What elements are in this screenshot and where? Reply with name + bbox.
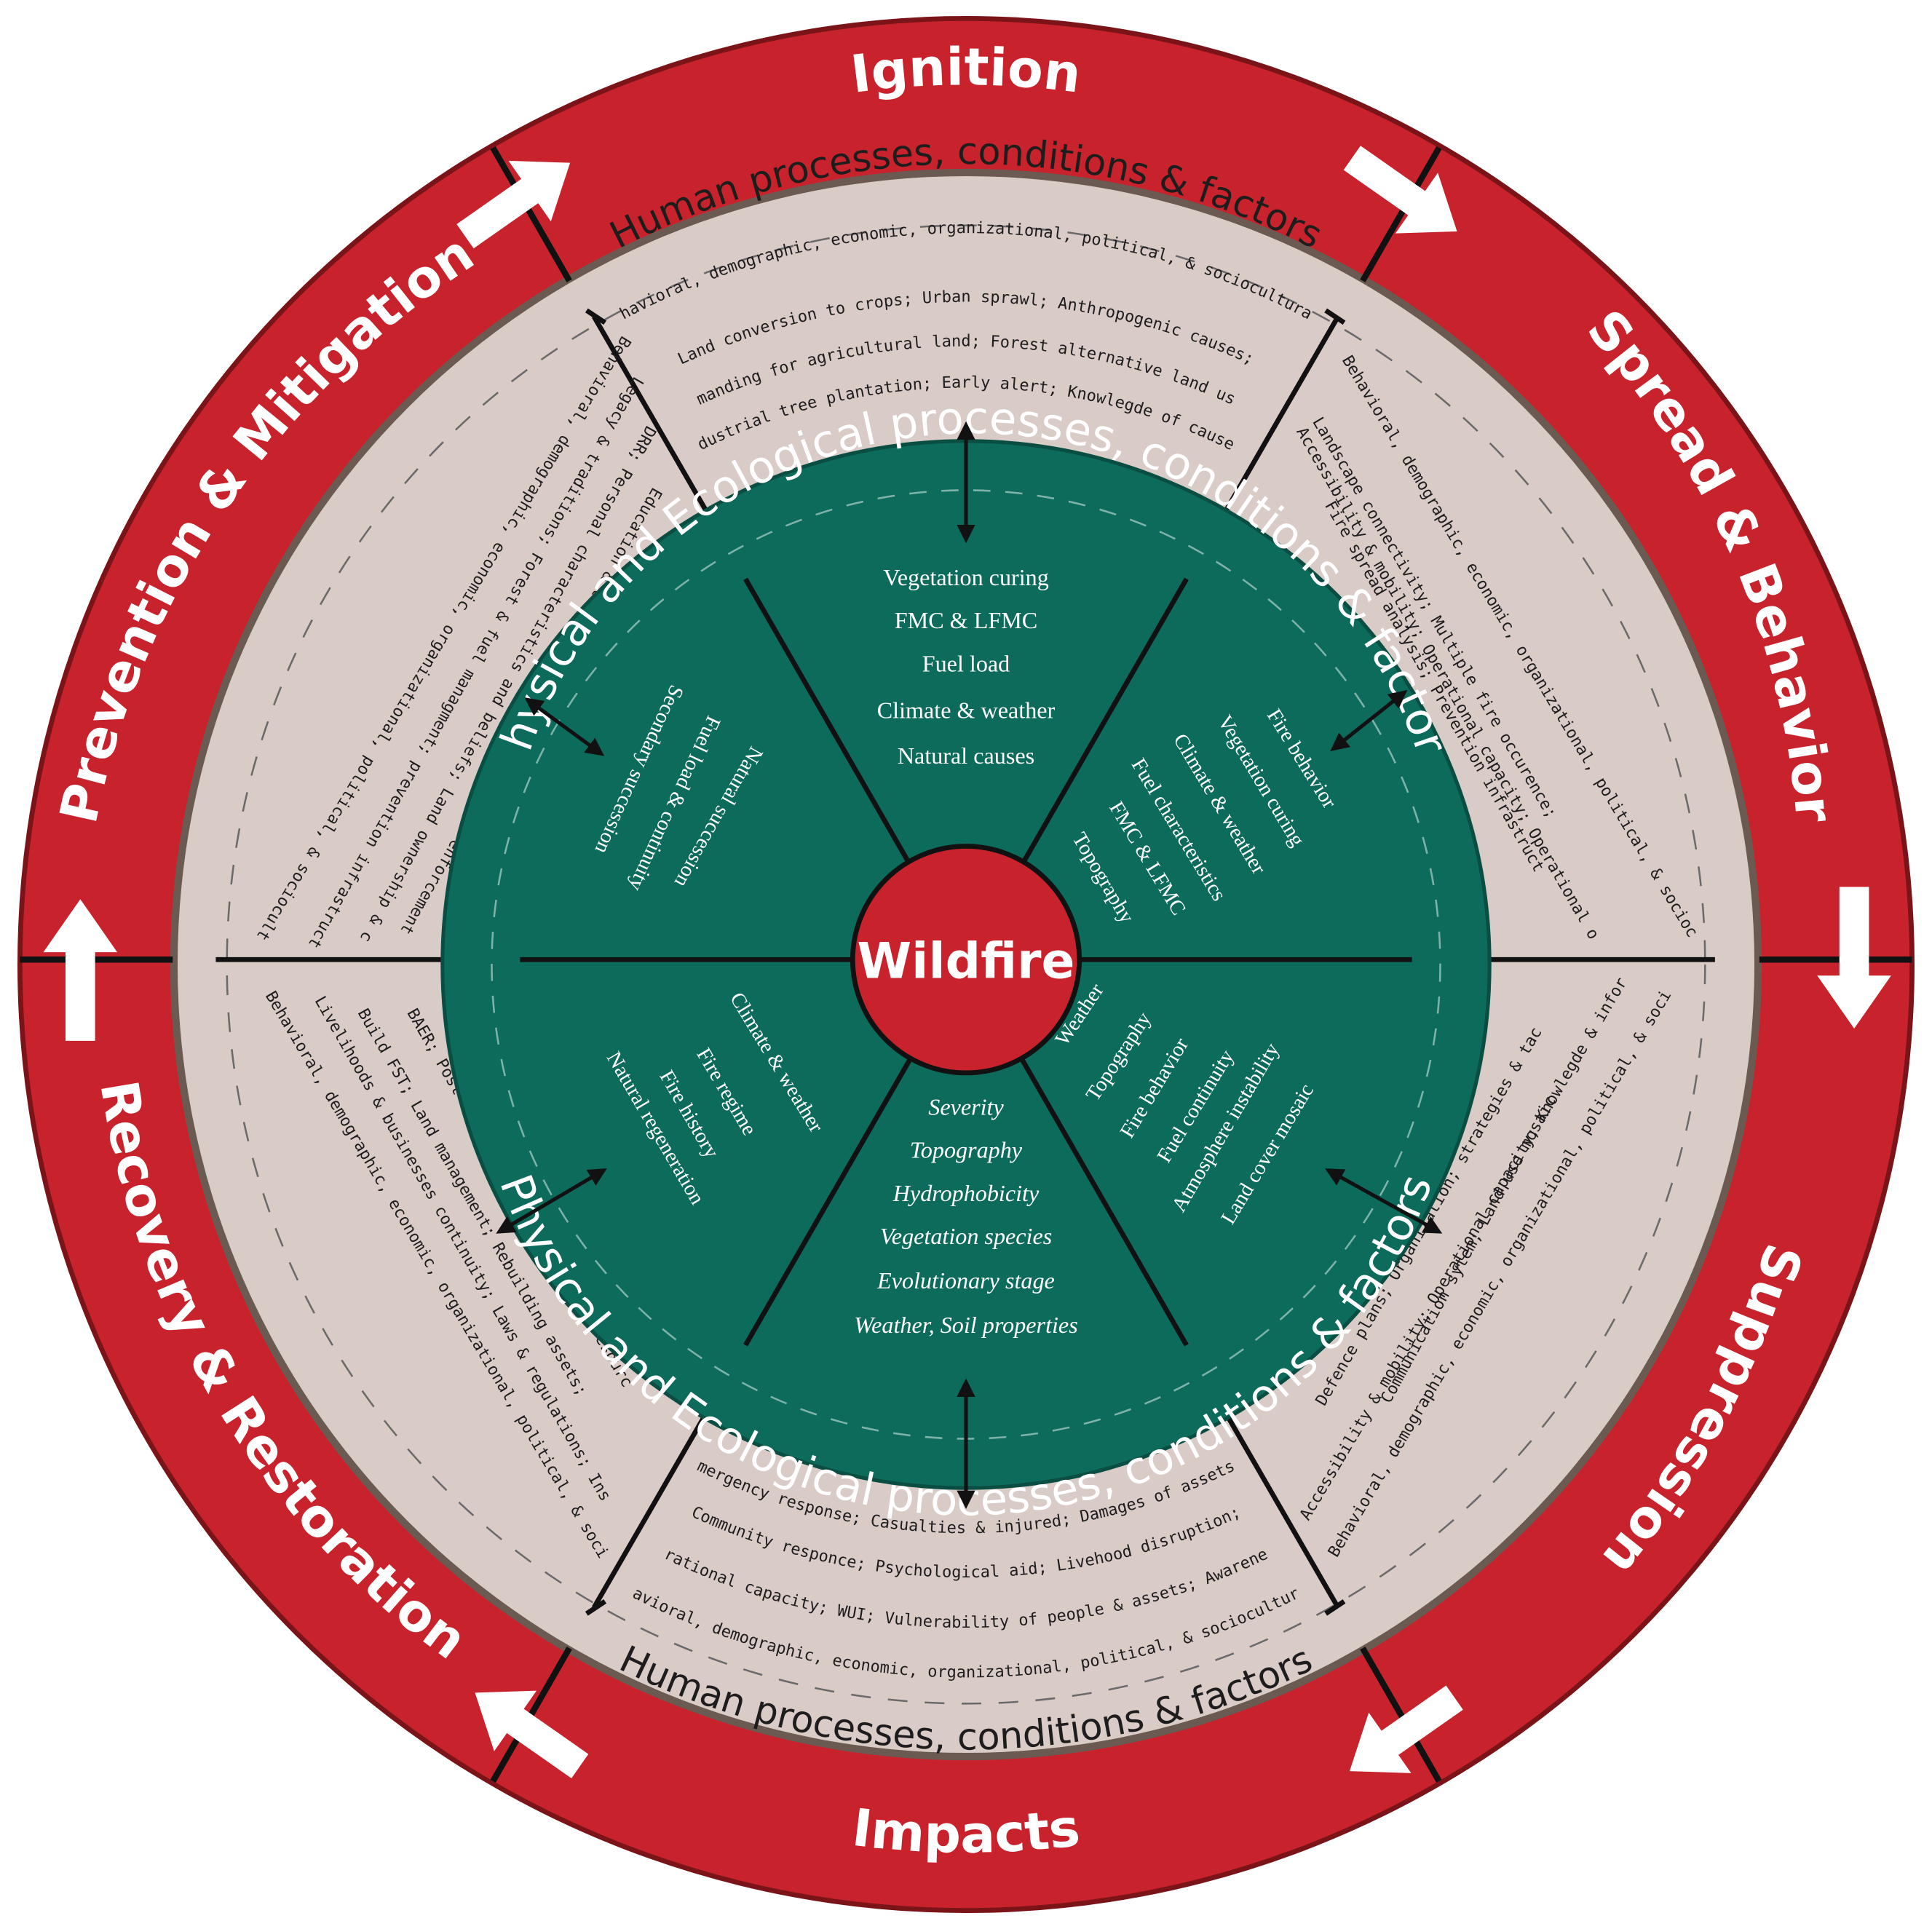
cycle-arrow-icon bbox=[43, 899, 118, 1041]
eco-impacts-item: Topography bbox=[910, 1137, 1023, 1163]
center-circle bbox=[850, 844, 1082, 1076]
cycle-arrow-icon bbox=[1349, 1685, 1463, 1773]
eco-impacts-item: Vegetation species bbox=[880, 1223, 1053, 1249]
eco-ignition-item: Vegetation curing bbox=[883, 564, 1049, 590]
eco-sector-ignition: Vegetation curing FMC & LFMC Fuel load C… bbox=[877, 564, 1056, 769]
eco-impacts-item: Severity bbox=[928, 1093, 1004, 1120]
double-arrow-icon bbox=[1325, 1168, 1443, 1234]
double-arrow-icon bbox=[496, 1168, 607, 1234]
link-arrows bbox=[496, 421, 1443, 1509]
eco-sector-impacts: Severity Topography Hydrophobicity Veget… bbox=[854, 1093, 1077, 1338]
eco-impacts-item: Weather, Soil properties bbox=[854, 1312, 1077, 1338]
eco-ignition-item: FMC & LFMC bbox=[895, 607, 1038, 633]
eco-ignition-item: Natural causes bbox=[898, 742, 1034, 769]
human-dashed-outer bbox=[226, 224, 1706, 1705]
cycle-arrow-icon bbox=[475, 1690, 589, 1778]
cycle-arrow-icon bbox=[1343, 146, 1457, 234]
eco-impacts-item: Evolutionary stage bbox=[876, 1267, 1055, 1294]
phase-impacts: Impacts bbox=[849, 1797, 1082, 1865]
double-arrow-icon bbox=[1330, 689, 1408, 752]
eco-ignition-item: Fuel load bbox=[922, 650, 1010, 676]
phase-ignition: Ignition bbox=[847, 36, 1084, 105]
eco-ignition-item: Climate & weather bbox=[877, 697, 1056, 724]
cycle-arrows bbox=[43, 146, 1891, 1778]
eco-impacts-item: Hydrophobicity bbox=[892, 1180, 1040, 1206]
cycle-arrow-icon bbox=[456, 160, 571, 249]
double-arrow-icon bbox=[524, 697, 605, 756]
cycle-arrow-icon bbox=[1817, 887, 1891, 1029]
center-title: Wildfire bbox=[858, 932, 1075, 990]
